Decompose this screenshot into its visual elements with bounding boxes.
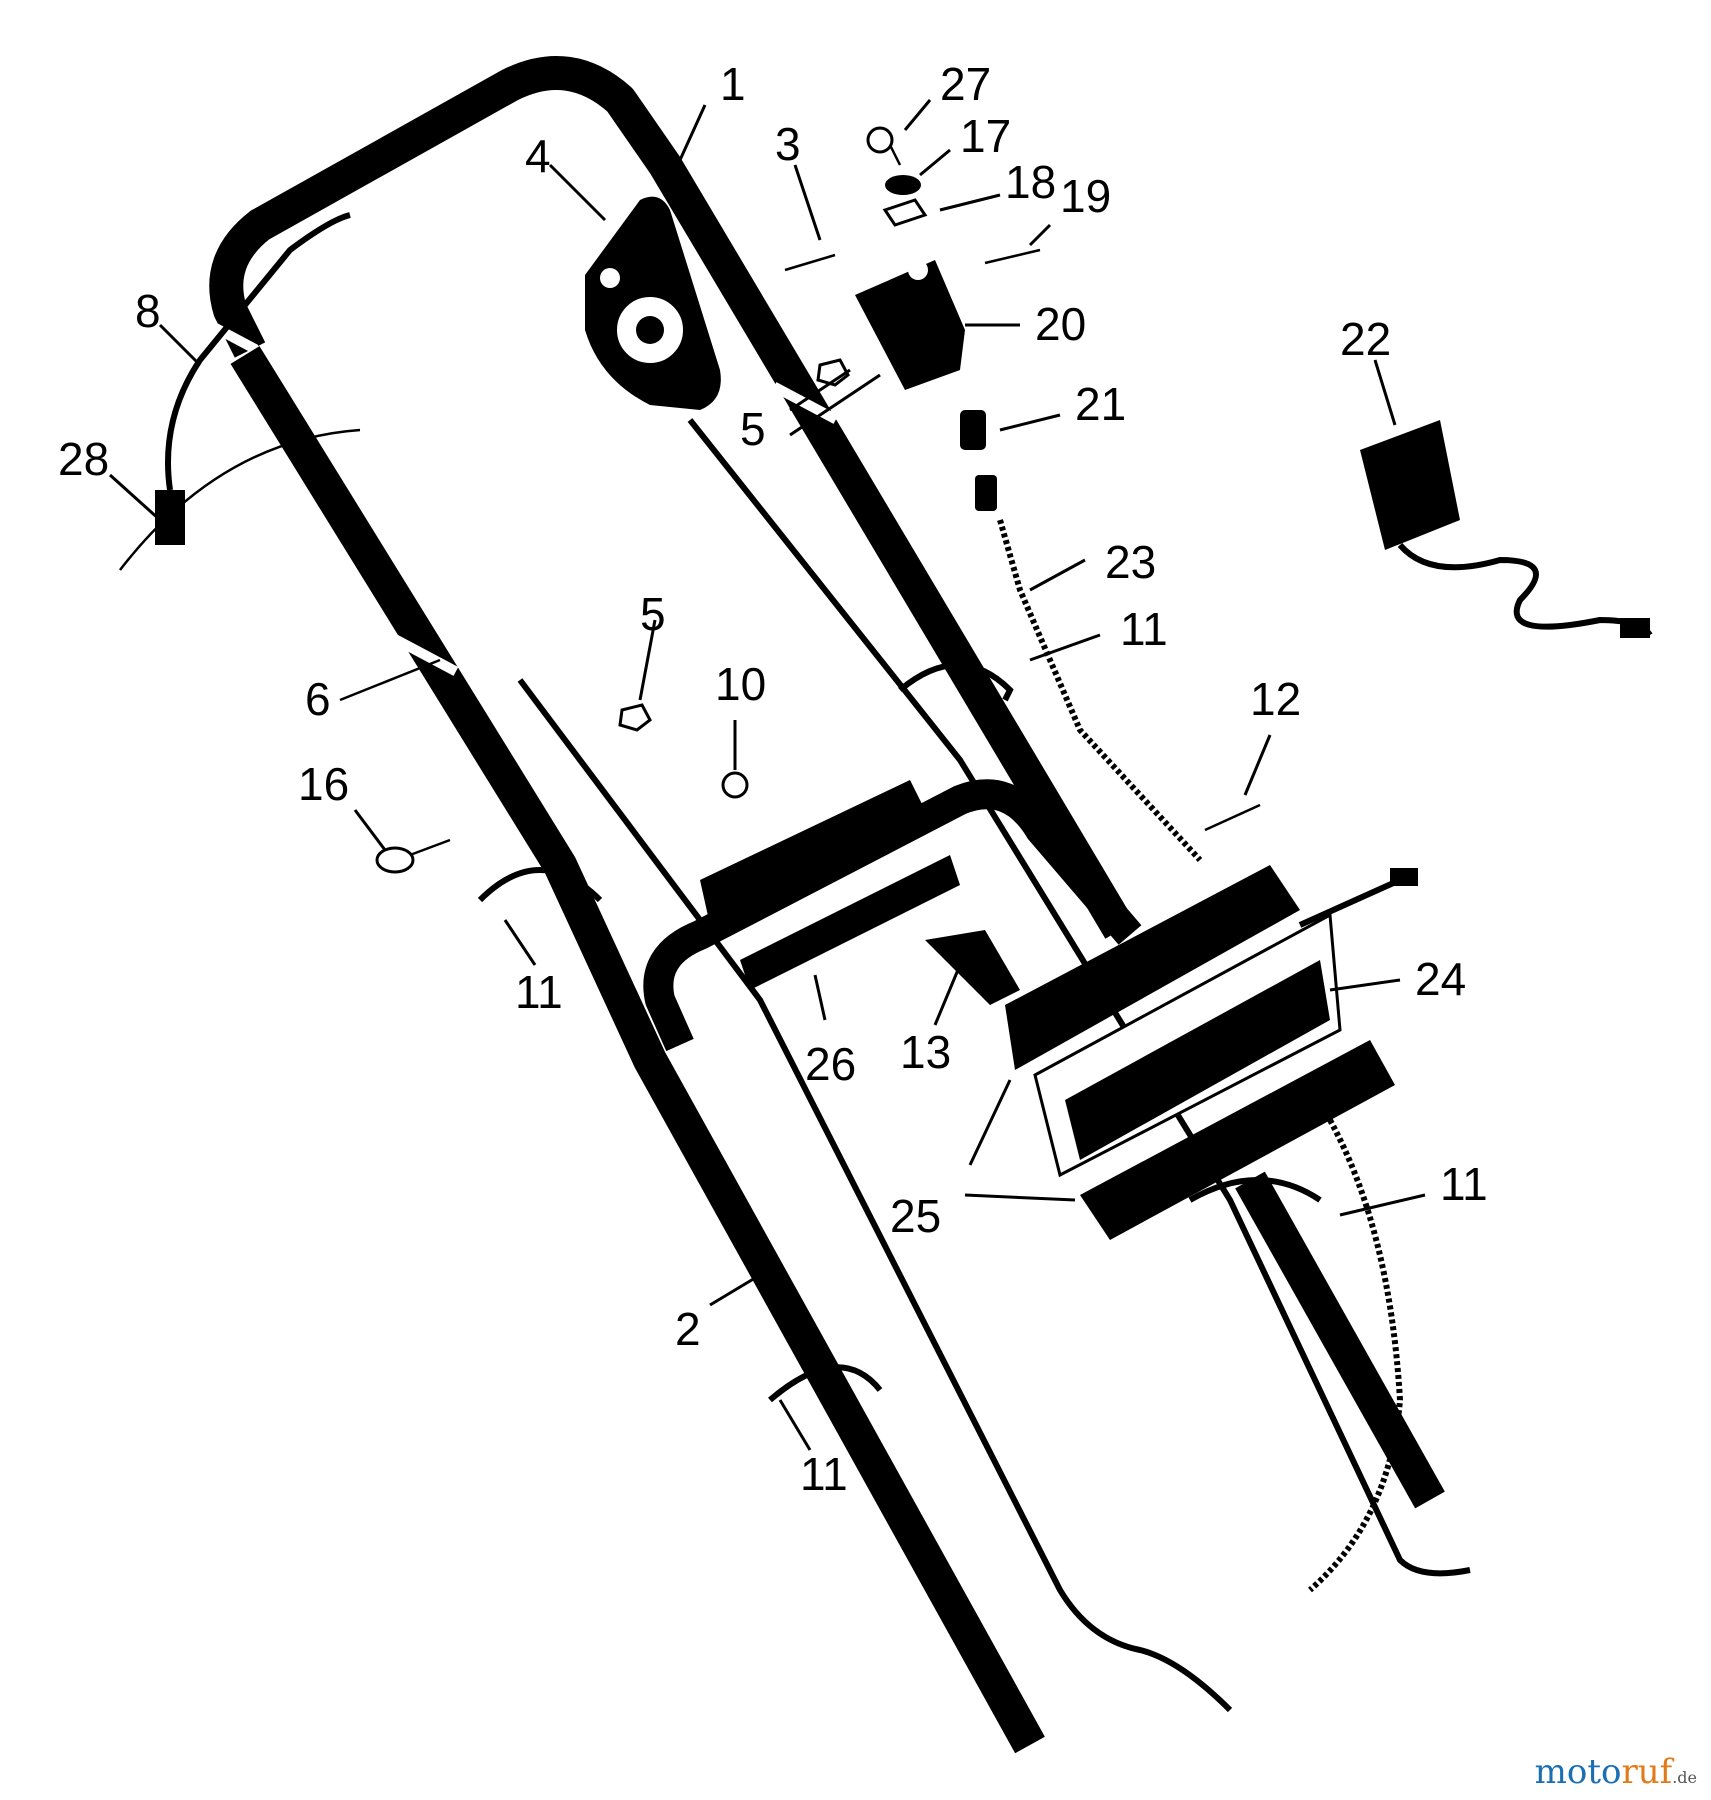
callout-2: 2 (675, 1303, 701, 1355)
callout-labels: 1 27 17 3 4 18 19 20 8 22 21 5 28 23 11 … (58, 58, 1488, 1500)
callout-12: 12 (1250, 673, 1301, 725)
callout-24: 24 (1415, 953, 1466, 1005)
charger-22 (1360, 420, 1653, 638)
pin-6 (339, 658, 441, 702)
switch-28 (119, 212, 361, 571)
callout-11-bottom: 11 (800, 1448, 848, 1500)
clip-13 (925, 930, 1020, 1005)
screw-19 (984, 248, 1041, 265)
callout-5-lower: 5 (640, 588, 666, 640)
coiled-cord (997, 519, 1203, 863)
callout-22: 22 (1340, 313, 1391, 365)
clip-11b (477, 867, 603, 903)
bolt-10 (721, 771, 749, 799)
nut-5b (618, 703, 652, 732)
callout-27: 27 (940, 58, 991, 110)
connector-21 (960, 410, 986, 450)
pad-26b (740, 855, 960, 990)
watermark-part1: moto (1534, 1752, 1622, 1792)
control-bracket (585, 196, 721, 410)
callout-11-upper: 11 (1120, 603, 1168, 655)
switch-housing (855, 260, 965, 390)
callout-8: 8 (135, 285, 161, 337)
clip-11d (768, 1364, 883, 1403)
callout-28: 28 (58, 433, 109, 485)
eye-bolt-16 (375, 846, 415, 874)
callout-19: 19 (1060, 170, 1111, 222)
callout-11-left: 11 (515, 966, 563, 1018)
callout-18: 18 (1005, 156, 1056, 208)
callout-13: 13 (900, 1026, 951, 1078)
drive-cable (687, 418, 1471, 1577)
callout-25: 25 (890, 1190, 941, 1242)
nut-17 (885, 175, 921, 195)
lower-coiled-cord (1308, 1118, 1404, 1593)
callout-16: 16 (298, 758, 349, 810)
watermark: motoruf.de (1535, 1752, 1697, 1792)
leader-lines (108, 99, 1426, 1451)
callout-20: 20 (1035, 298, 1086, 350)
callout-3: 3 (775, 118, 801, 170)
callout-6: 6 (305, 673, 331, 725)
control-cable (517, 678, 1233, 1713)
battery-24 (1005, 865, 1418, 1240)
lower-u-bar (643, 779, 1142, 1052)
lower-handle (230, 346, 1045, 1754)
washer-18 (882, 198, 928, 227)
clip-11c (1188, 1177, 1322, 1203)
watermark-part2: ruf (1621, 1752, 1673, 1792)
callout-17: 17 (960, 110, 1011, 162)
callout-4: 4 (525, 130, 551, 182)
callout-26: 26 (805, 1038, 856, 1090)
callout-11-right: 11 (1440, 1158, 1488, 1210)
right-leg (1235, 1171, 1445, 1509)
callout-10: 10 (715, 658, 766, 710)
watermark-tld: .de (1672, 1768, 1697, 1787)
callout-23: 23 (1105, 536, 1156, 588)
callout-1: 1 (720, 58, 746, 110)
pad-26 (700, 780, 925, 925)
screw-3 (784, 253, 836, 272)
callout-5-upper: 5 (740, 403, 766, 455)
key-27 (866, 126, 902, 166)
callout-21: 21 (1075, 378, 1126, 430)
nut-5a (816, 358, 850, 387)
clip-11a (898, 662, 1014, 702)
upper-handle (209, 56, 1135, 939)
pin-12 (1204, 803, 1261, 832)
